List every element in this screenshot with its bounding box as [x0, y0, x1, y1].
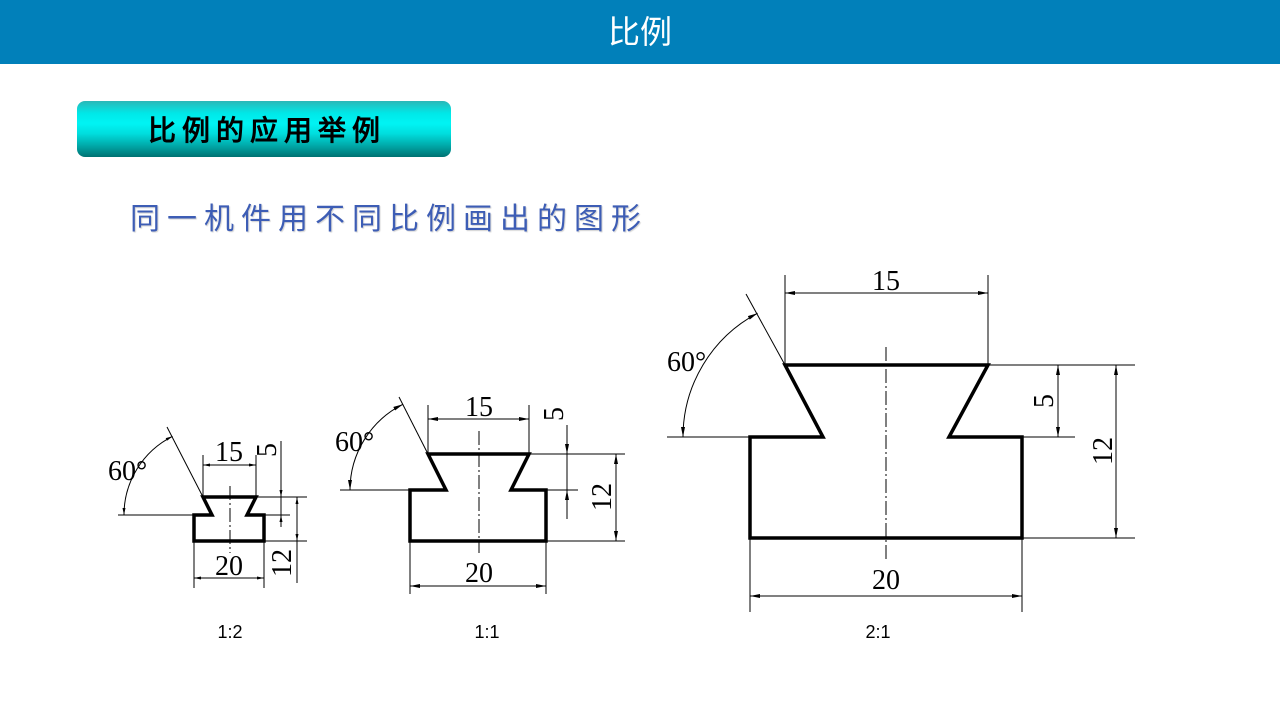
- dimension-text-width: 20: [465, 558, 493, 589]
- scale-label: 1:2: [217, 622, 242, 642]
- dimension-text-angle: 60°: [667, 347, 706, 378]
- scale-label: 2:1: [865, 622, 890, 642]
- header-bar: 比例: [0, 0, 1280, 64]
- part-outline: [408, 452, 548, 543]
- dimension-text-height: 12: [1088, 437, 1119, 465]
- slide-title: 比例: [607, 13, 672, 51]
- dimension-text-depth: 5: [1029, 394, 1060, 408]
- dimension-text-depth: 5: [252, 443, 283, 457]
- dimension-text-angle: 60°: [108, 456, 147, 487]
- dimension-text-top-width: 15: [872, 266, 900, 297]
- drawing-scale-1-2: 15 5 12 20 60° 1:2: [108, 426, 307, 642]
- slide-subtitle: 同一机件用不同比例画出的图形: [130, 202, 648, 237]
- part-outline: [192, 495, 266, 543]
- section-heading-label: 比例的应用举例: [147, 114, 386, 147]
- dimension-text-width: 20: [872, 565, 900, 596]
- angle-extension-line: [398, 396, 429, 455]
- angle-dimension-arc: [681, 312, 758, 438]
- dimension-text-height: 12: [587, 483, 618, 511]
- dimension-text-top-width: 15: [465, 392, 493, 423]
- dimension-text-height: 12: [267, 549, 298, 577]
- drawing-scale-2-1: 15 5 12 20 60° 2:1: [667, 266, 1135, 642]
- angle-dimension-arc: [122, 435, 173, 516]
- angle-dimension-arc: [348, 403, 404, 491]
- dimension-text-depth: 5: [539, 407, 570, 421]
- section-heading-box: 比例的应用举例: [77, 101, 451, 157]
- dimension-text-width: 20: [215, 551, 243, 582]
- angle-extension-line: [745, 293, 786, 366]
- dimension-text-angle: 60°: [335, 427, 374, 458]
- scale-label: 1:1: [474, 622, 499, 642]
- drawing-scale-1-1: 15 5 12 20 60° 1:1: [335, 392, 625, 642]
- dimension-text-top-width: 15: [215, 437, 243, 468]
- angle-extension-line: [166, 426, 204, 498]
